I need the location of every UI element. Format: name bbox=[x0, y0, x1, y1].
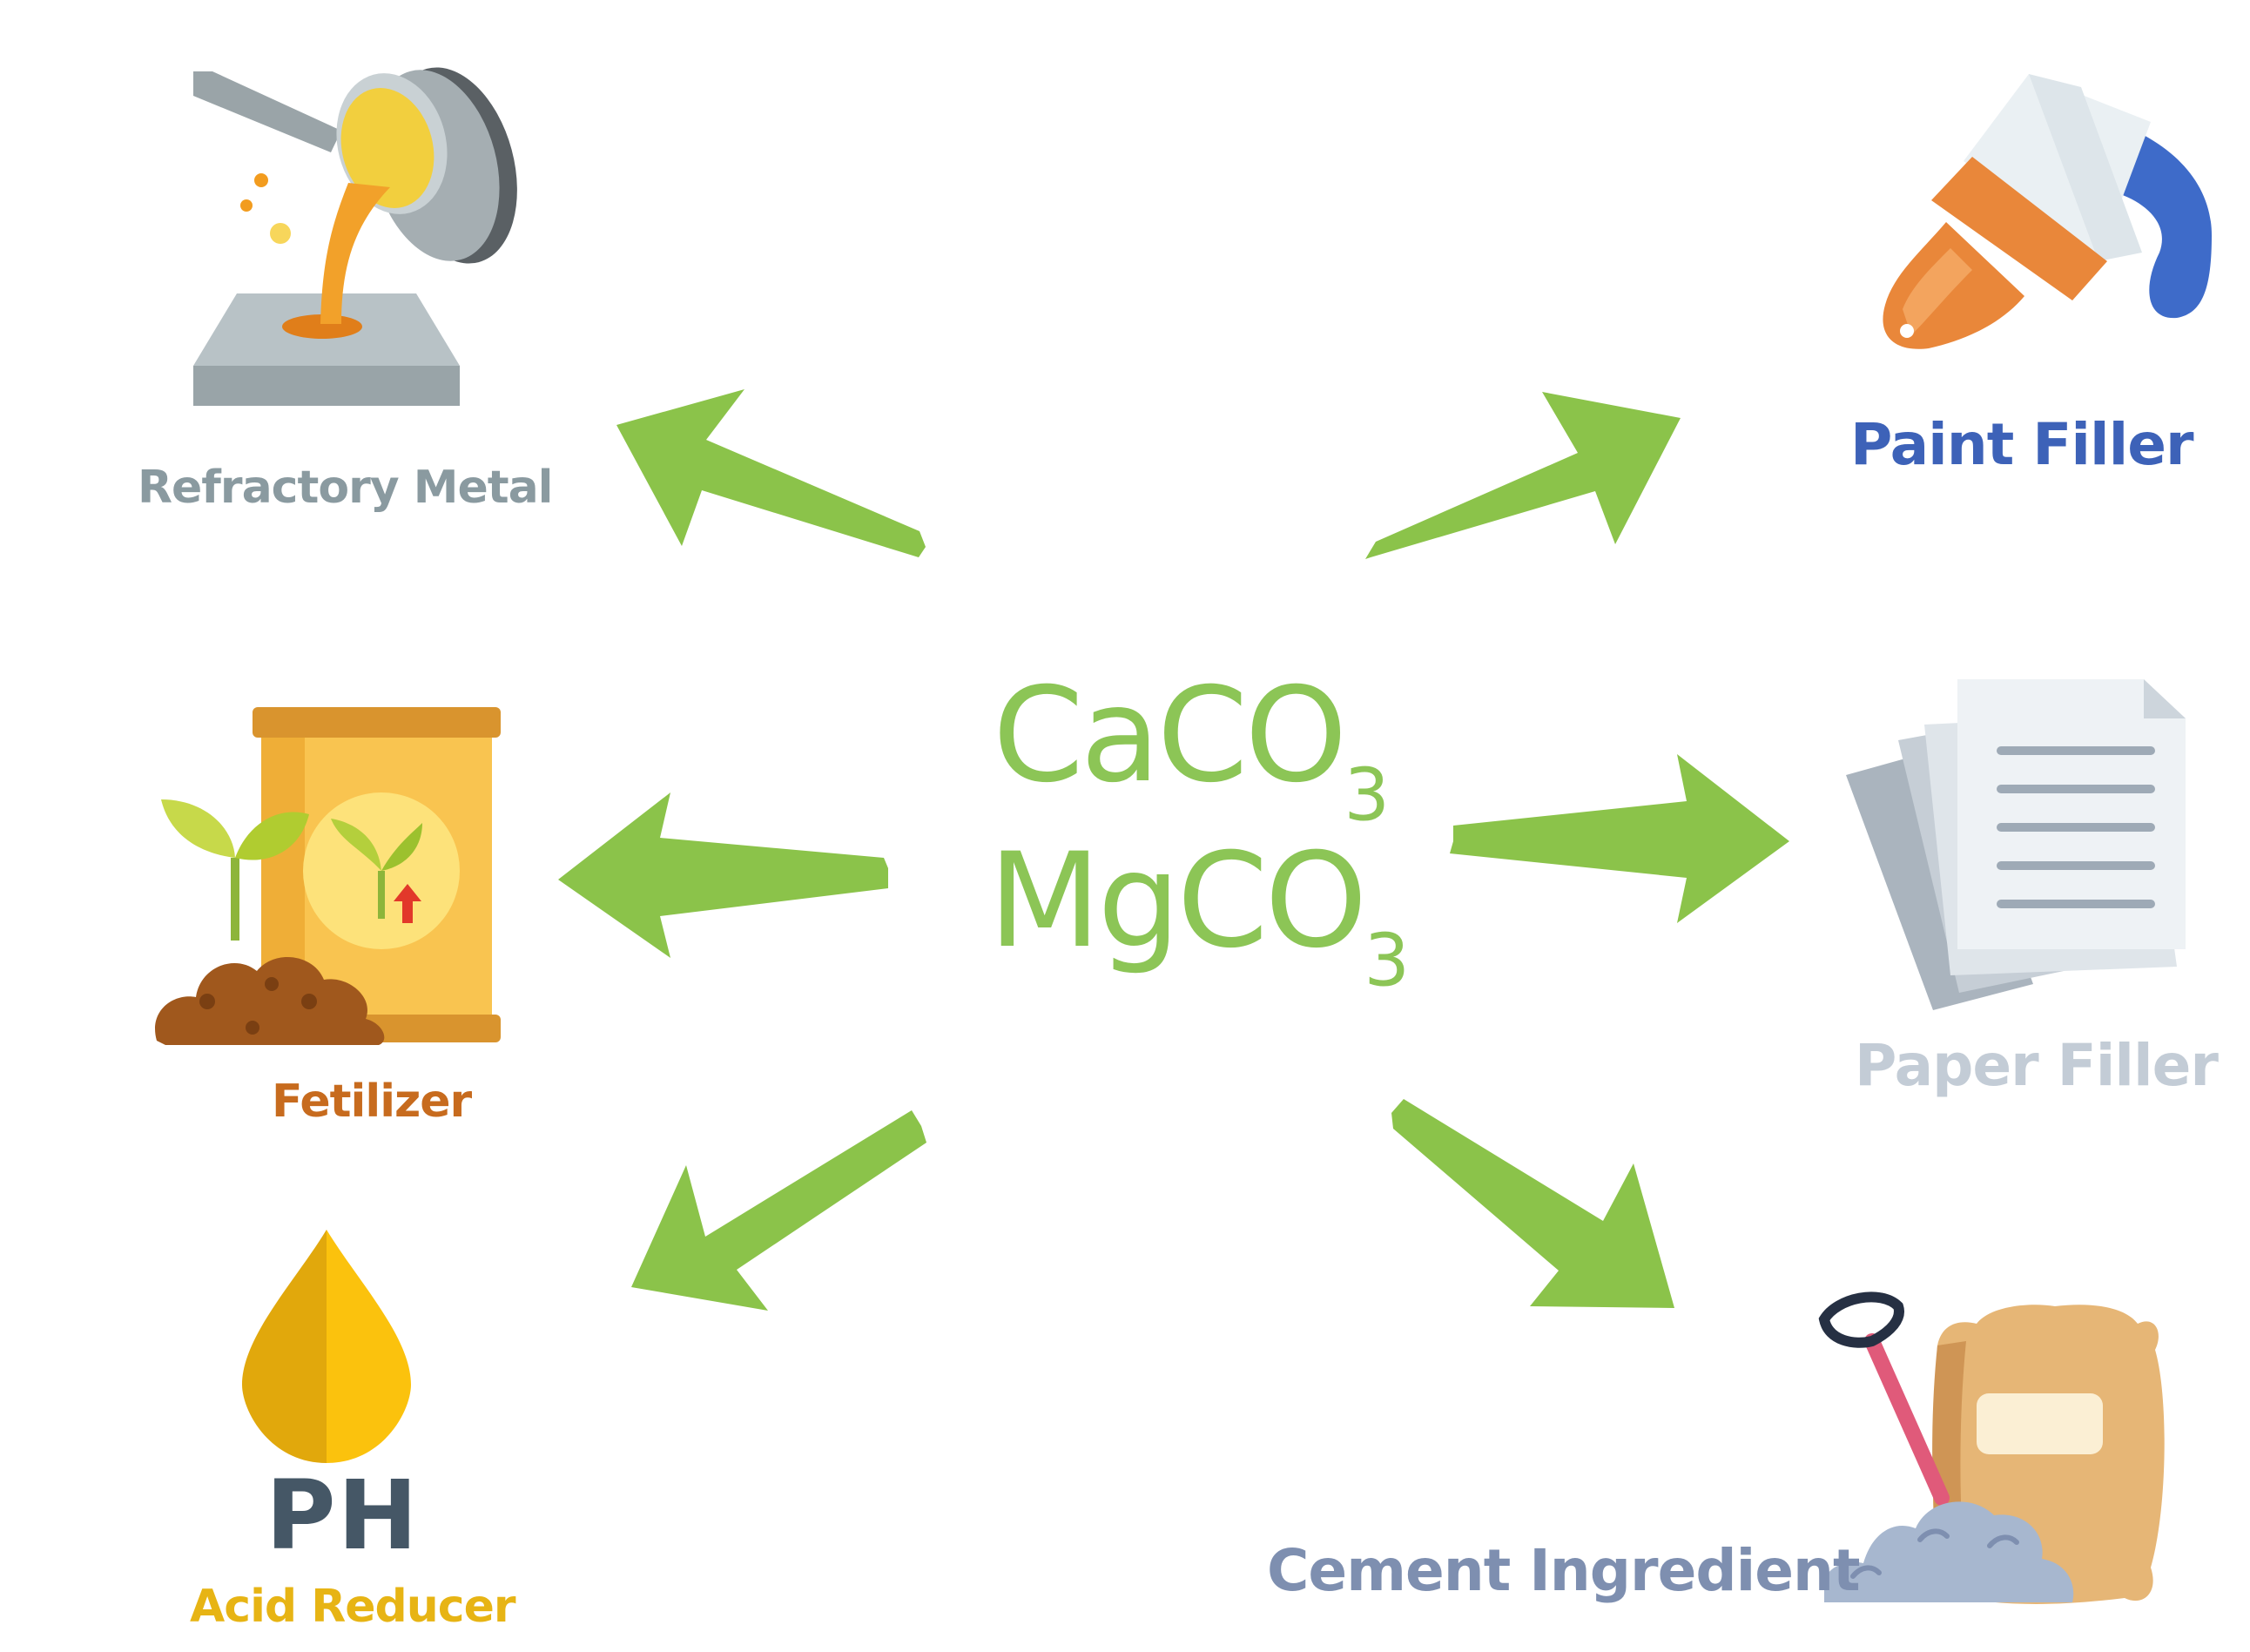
arrow-to-cement-ingredient bbox=[1391, 1099, 1674, 1308]
cement-bag-shovel-icon bbox=[1818, 1291, 2165, 1604]
arrows bbox=[558, 389, 1789, 1311]
formula-caco3: CaCO3 bbox=[993, 671, 1390, 860]
formula-mgco3-base: MgCO bbox=[988, 826, 1367, 977]
fertilizer-bag-icon bbox=[155, 707, 501, 1045]
arrow-to-refractory-metal bbox=[616, 389, 926, 557]
ph-drop-icon bbox=[242, 1230, 411, 1463]
formula-caco3-base: CaCO bbox=[993, 660, 1347, 812]
arrow-to-paint-filler bbox=[1365, 392, 1681, 559]
label-acid-reducer: Acid Reducer bbox=[190, 1581, 516, 1633]
label-paper-filler: Paper Filler bbox=[1855, 1032, 2219, 1099]
label-fertilizer: Fetilizer bbox=[272, 1075, 472, 1128]
label-cement-ingredient: Cement Ingredient bbox=[1267, 1537, 1861, 1604]
formula-mgco3-subscript: 3 bbox=[1364, 919, 1410, 1003]
label-refractory-metal: Refractory Metal bbox=[138, 462, 554, 514]
arrow-to-paper-filler bbox=[1450, 754, 1789, 923]
paint-brush-icon bbox=[1883, 74, 2212, 349]
formula-caco3-subscript: 3 bbox=[1344, 753, 1390, 838]
paper-sheets-icon bbox=[1846, 679, 2186, 1010]
molten-metal-ladle-icon bbox=[193, 67, 517, 406]
ph-text: PH bbox=[266, 1460, 420, 1571]
formula-mgco3: MgCO3 bbox=[988, 836, 1410, 1026]
arrow-to-fertilizer bbox=[558, 792, 888, 958]
label-paint-filler: Paint Filler bbox=[1850, 411, 2194, 478]
arrow-to-acid-reducer bbox=[631, 1110, 926, 1311]
